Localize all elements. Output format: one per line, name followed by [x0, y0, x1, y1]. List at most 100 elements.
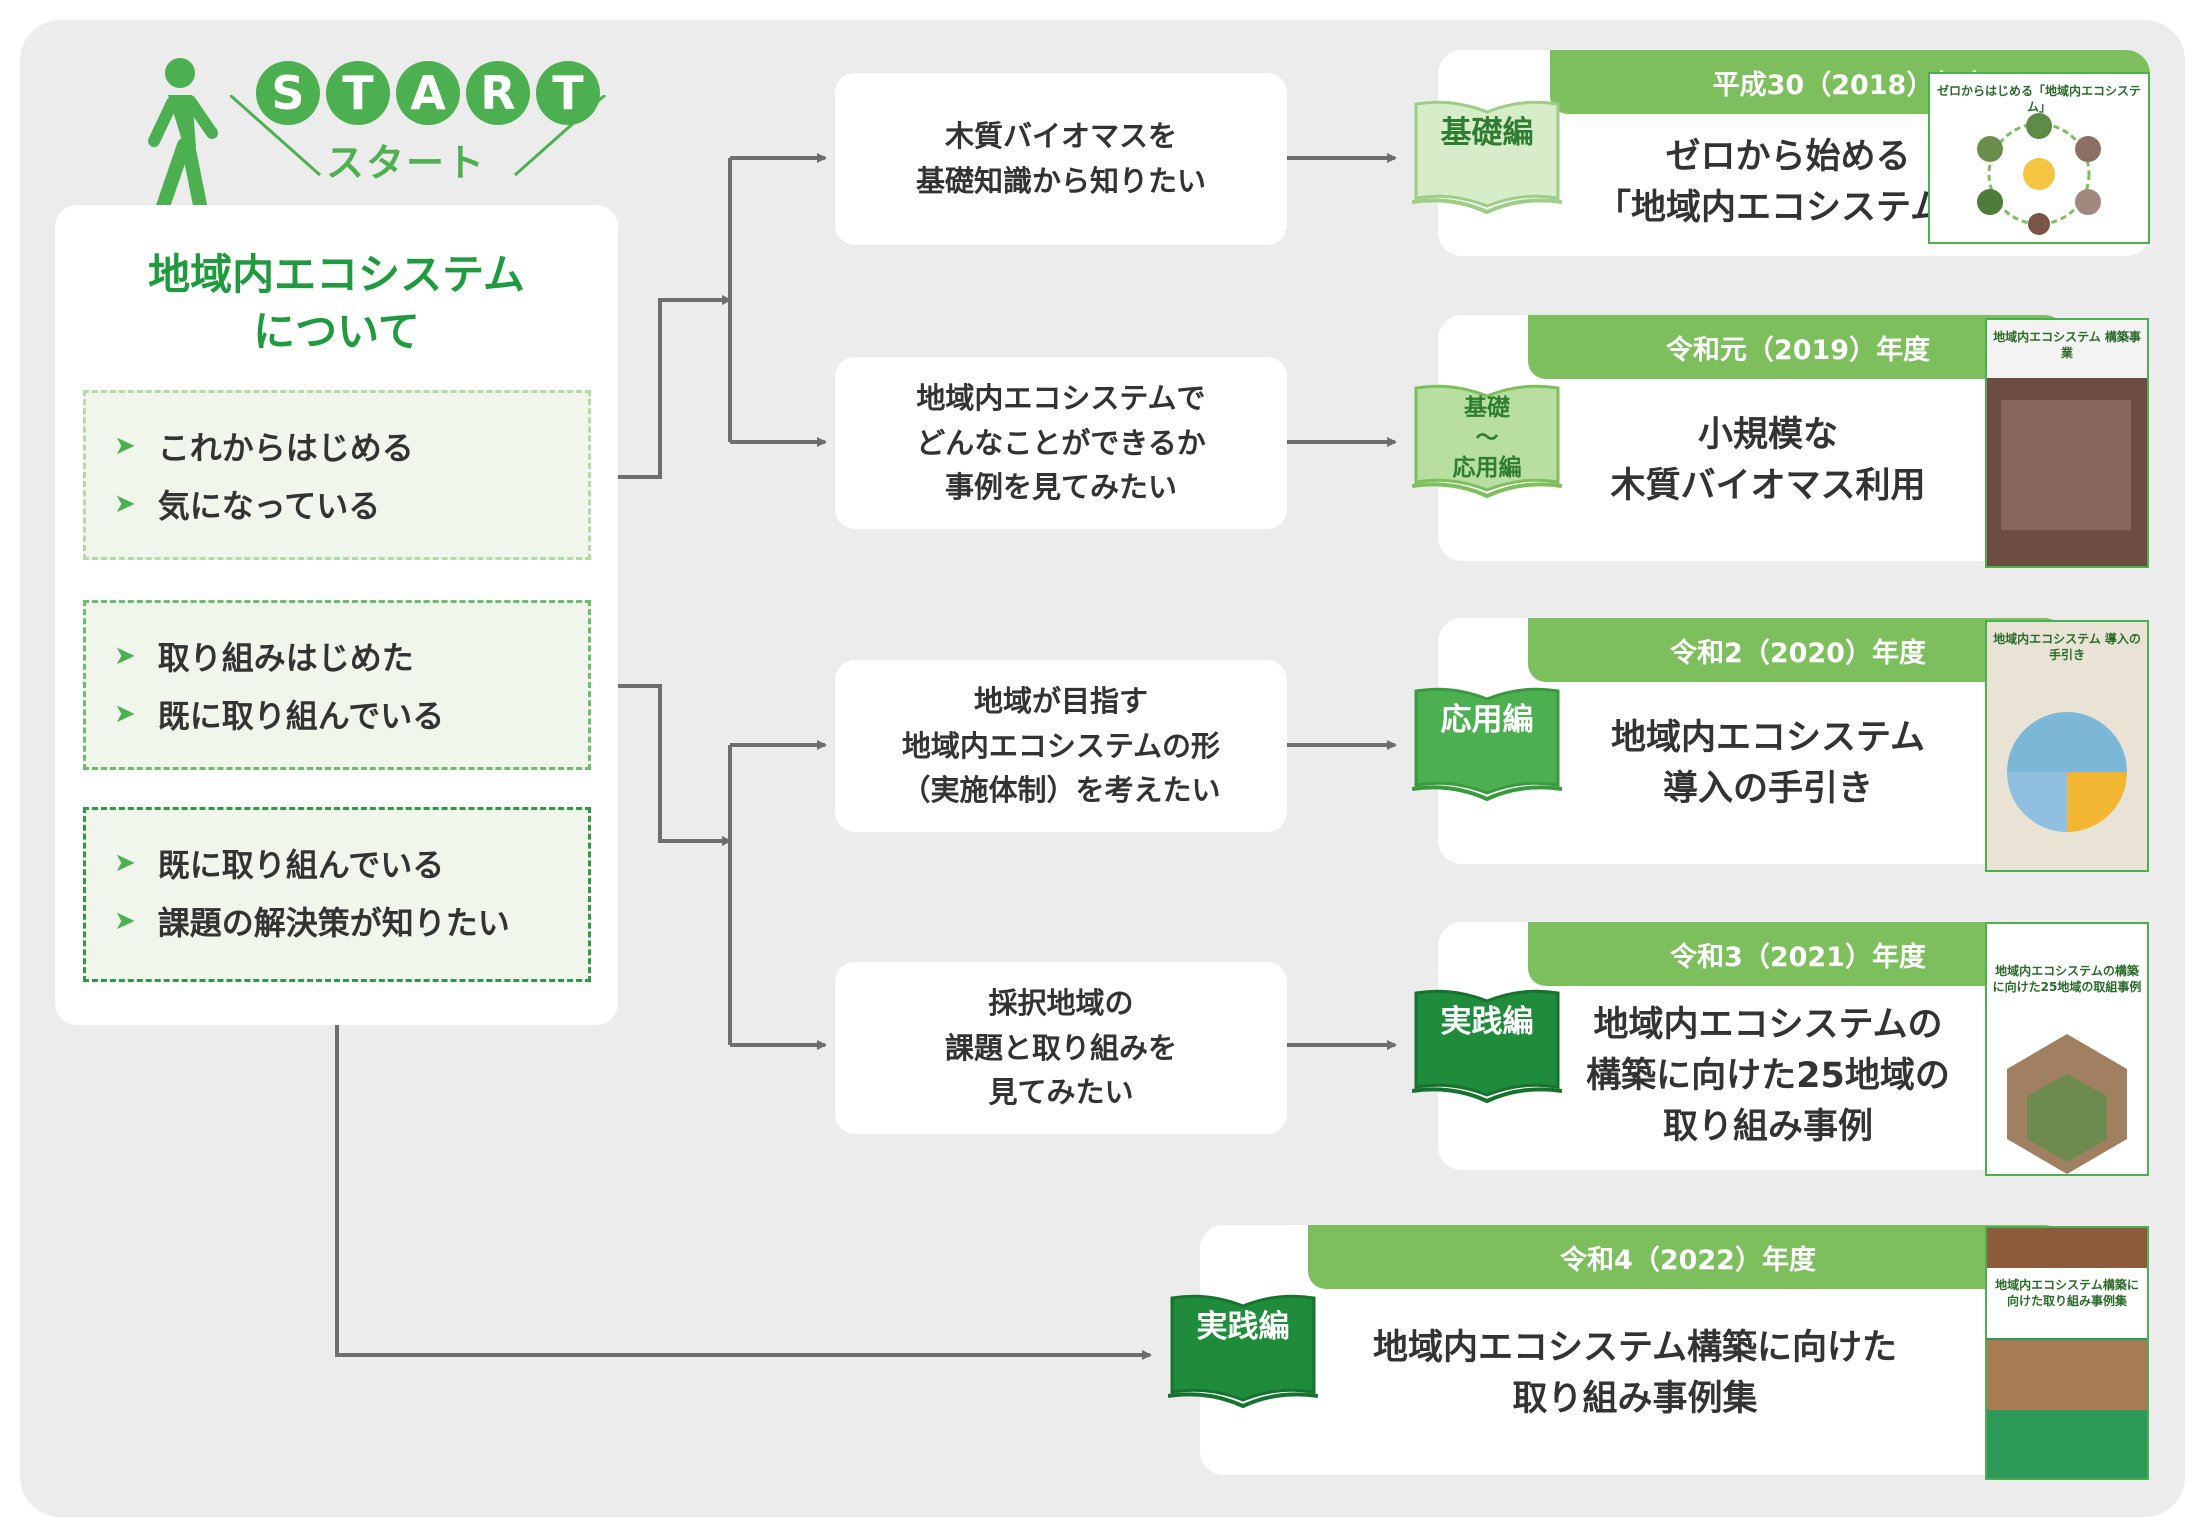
publication-title-line: 取り組み事例 [1662, 1106, 1873, 1147]
list-item: ➤ 課題の解決策が知りたい [114, 898, 510, 944]
cover-illustration [1977, 113, 2101, 235]
cover-illustration [2007, 712, 2127, 832]
open-book-icon: 応用編 [1411, 685, 1563, 805]
publication-title-line: ゼロから始める [1665, 137, 1911, 177]
cover-photo [1987, 1340, 2147, 1410]
status-group-started[interactable]: ➤ 取り組みはじめた ➤ 既に取り組んでいる [83, 600, 591, 770]
publication-card-2022[interactable]: 令和4（2022）年度 地域内エコシステム構築に向けた 取り組み事例集 [1200, 1225, 2068, 1475]
cover-title-area [1987, 1268, 2147, 1338]
cover-thumbnail-2018[interactable]: ゼロからはじめる「地域内エコシステム」 [1928, 72, 2150, 244]
topic-title-line: 地域内エコシステム [148, 250, 525, 299]
open-book-icon: 実践編 [1167, 1292, 1319, 1412]
cover-thumbnail-2019[interactable]: 地域内エコシステム 構築事業 [1985, 318, 2149, 568]
status-group-beginner[interactable]: ➤ これからはじめる ➤ 気になっている [83, 390, 591, 560]
question-what-possible[interactable]: 地域内エコシステムで どんなことができるか 事例を見てみたい [835, 357, 1287, 529]
start-letter: S [256, 61, 320, 125]
question-basics[interactable]: 木質バイオマスを 基礎知識から知りたい [835, 73, 1287, 245]
question-line: 基礎知識から知りたい [915, 164, 1206, 198]
list-item-label: 既に取り組んでいる [157, 697, 445, 735]
question-line: 見てみたい [988, 1075, 1134, 1110]
start-letter: T [326, 61, 390, 125]
book-level-line: 基礎 [1464, 395, 1510, 421]
start-header: S T A R T スタート [130, 55, 630, 222]
publication-title-line: 導入の手引き [1662, 768, 1873, 809]
question-line: どんなことができるか [916, 425, 1206, 460]
cover-title: ゼロからはじめる「地域内エコシステム」 [1936, 84, 2141, 114]
year-badge: 令和元（2019）年度 [1528, 315, 2068, 379]
triangle-arrow-icon: ➤ [114, 489, 136, 519]
walking-person-icon [148, 58, 218, 222]
list-item: ➤ 既に取り組んでいる [114, 840, 444, 886]
book-level-label: 実践編 [1440, 1004, 1534, 1040]
question-line: 木質バイオマスを [944, 119, 1177, 154]
book-level-label: 応用編 [1440, 702, 1534, 738]
cover-thumbnail-2022[interactable]: 地域内エコシステム構築に向けた取り組み事例集 [1985, 1226, 2149, 1480]
publication-title: 地域内エコシステム 導入の手引き [1568, 713, 1968, 815]
book-level-line: 応用編 [1452, 454, 1522, 481]
question-line: 地域が目指す [973, 683, 1148, 718]
list-item: ➤ 取り組みはじめた [114, 633, 414, 679]
question-line: 地域内エコシステムの形 [901, 728, 1221, 763]
start-letter: A [396, 61, 460, 125]
question-line: 地域内エコシステムで [916, 380, 1206, 415]
list-item-label: 課題の解決策が知りたい [157, 904, 510, 942]
question-line: （実施体制）を考えたい [901, 773, 1221, 808]
publication-title-line: 「地域内エコシステム」 [1596, 187, 1980, 228]
triangle-arrow-icon: ➤ [114, 641, 136, 671]
book-level-label: 基礎編 [1440, 115, 1534, 151]
question-adopted-regions[interactable]: 採択地域の 課題と取り組みを 見てみたい [835, 962, 1287, 1134]
cover-thumbnail-2021[interactable]: 地域内エコシステムの構築に向けた25地域の取組事例 [1985, 922, 2149, 1176]
publication-title-line: 地域内エコシステムの [1593, 1005, 1943, 1045]
publication-title: 小規模な 木質バイオマス利用 [1568, 410, 1968, 512]
question-line: 課題と取り組みを [944, 1030, 1177, 1065]
publication-title-line: 小規模な [1697, 415, 1838, 455]
start-decoration [230, 95, 606, 177]
question-system-form[interactable]: 地域が目指す 地域内エコシステムの形 （実施体制）を考えたい [835, 660, 1287, 832]
publication-title: 地域内エコシステムの 構築に向けた25地域の 取り組み事例 [1558, 1000, 1978, 1152]
publication-title-line: 木質バイオマス利用 [1610, 465, 1926, 506]
cover-thumbnail-2020[interactable]: 地域内エコシステム 導入の手引き [1985, 620, 2149, 872]
cover-title: 地域内エコシステム 構築事業 [1993, 330, 2141, 360]
triangle-arrow-icon: ➤ [114, 848, 136, 878]
list-item-label: これからはじめる [157, 429, 414, 467]
cover-title: 地域内エコシステム構築に向けた取り組み事例集 [1995, 1278, 2139, 1308]
start-subtitle: スタート [326, 141, 487, 185]
topic-title: 地域内エコシステム について [55, 247, 618, 360]
cover-title: 地域内エコシステム 導入の手引き [1993, 632, 2141, 662]
open-book-icon: 基礎 〜 応用編 [1411, 382, 1563, 502]
list-item-label: 取り組みはじめた [157, 639, 414, 677]
publication-title-line: 地域内エコシステム構築に向けた [1373, 1328, 1897, 1368]
status-group-solutions[interactable]: ➤ 既に取り組んでいる ➤ 課題の解決策が知りたい [83, 807, 591, 982]
cover-title: 地域内エコシステムの構築に向けた25地域の取組事例 [1992, 964, 2142, 994]
book-level-line: 〜 [1475, 424, 1499, 451]
list-item-label: 既に取り組んでいる [157, 846, 445, 884]
publication-title-line: 取り組み事例集 [1512, 1378, 1758, 1419]
triangle-arrow-icon: ➤ [114, 906, 136, 936]
year-badge: 令和2（2020）年度 [1528, 618, 2068, 682]
list-item-label: 気になっている [157, 487, 381, 525]
book-level-label: 基礎 〜 応用編 [1412, 394, 1562, 484]
publication-title-line: 構築に向けた25地域の [1586, 1055, 1950, 1096]
open-book-icon: 基礎編 [1411, 98, 1563, 218]
book-level-label: 実践編 [1196, 1309, 1290, 1345]
list-item: ➤ 既に取り組んでいる [114, 691, 444, 737]
topic-title-line: について [253, 306, 420, 356]
publication-title: 地域内エコシステム構築に向けた 取り組み事例集 [1340, 1323, 1930, 1425]
open-book-icon: 実践編 [1411, 987, 1563, 1107]
publication-title: ゼロから始める 「地域内エコシステム」 [1568, 132, 2008, 234]
publication-title-line: 地域内エコシステム [1611, 718, 1925, 758]
start-title: S T A R T [256, 61, 600, 125]
year-badge: 令和4（2022）年度 [1308, 1225, 2068, 1289]
triangle-arrow-icon: ➤ [114, 431, 136, 461]
start-letter: R [466, 61, 530, 125]
topic-card: 地域内エコシステム について ➤ これからはじめる ➤ 気になっている ➤ 取り… [55, 205, 618, 1025]
cover-photo [2001, 400, 2131, 530]
start-letter: T [536, 61, 600, 125]
question-line: 採択地域の [988, 985, 1134, 1020]
cover-photo-strip [1987, 1228, 2147, 1268]
list-item: ➤ これからはじめる [114, 423, 414, 469]
triangle-arrow-icon: ➤ [114, 699, 136, 729]
question-line: 事例を見てみたい [944, 470, 1177, 505]
cover-header [1987, 320, 2147, 378]
cover-illustration [2007, 1034, 2127, 1174]
